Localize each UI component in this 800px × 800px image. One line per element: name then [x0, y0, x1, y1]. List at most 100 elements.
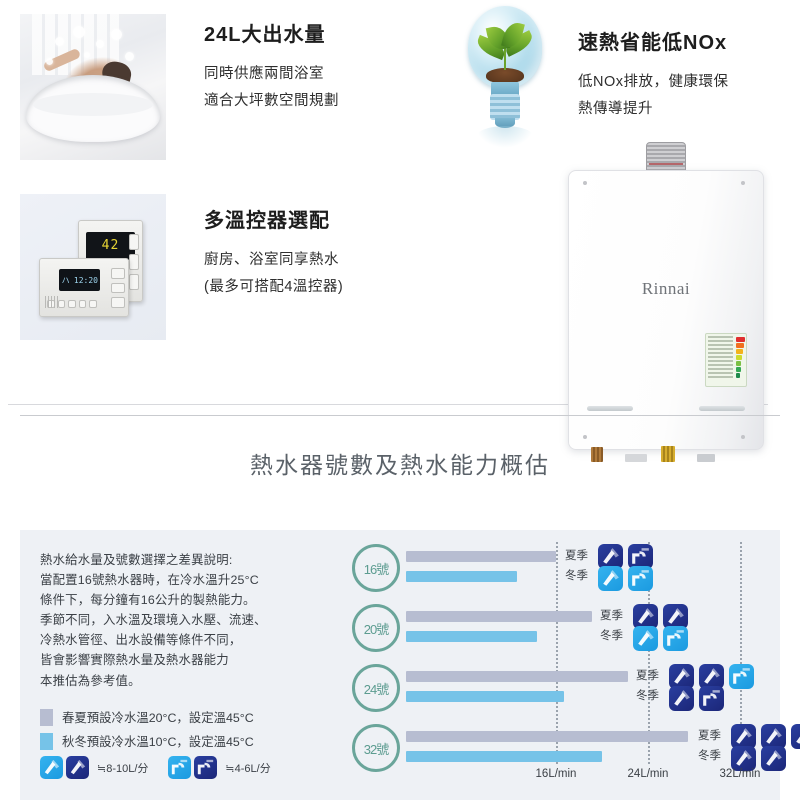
season-label-summer: 夏季: [565, 550, 588, 562]
chart-category-badge: 16號: [352, 544, 400, 592]
feature-line: 適合大坪數空間規劃: [204, 92, 339, 109]
gridline-24: [648, 542, 650, 764]
controller-temp-value: 42: [101, 238, 120, 254]
controller-side-buttons-rear: [129, 234, 140, 290]
chart-row: 32號 夏季 冬季: [350, 722, 800, 776]
shower-icon: [731, 746, 756, 771]
brand-logo: Rinnai: [641, 279, 691, 298]
chart-bars: [406, 608, 770, 650]
fixture-set-summer: [598, 544, 658, 569]
bar-summer: [406, 731, 688, 742]
bar-summer: [406, 611, 592, 622]
feature-block-high-flow: 24L大出水量 同時供應兩間浴室 適合大坪數空間規劃: [20, 14, 339, 160]
season-label-winter: 冬季: [698, 750, 721, 762]
faucet-icon: [699, 686, 724, 711]
shower-icon: [761, 724, 786, 749]
legend-swatch-winter: [40, 732, 53, 750]
shower-icon: [669, 664, 694, 689]
vent-slot: [587, 406, 633, 411]
legend-item-summer: 春夏預設冷水溫20°C，設定溫45°C: [40, 708, 350, 726]
shower-icon: [663, 604, 688, 629]
water-surface: [33, 92, 153, 117]
chart-season-labels: 夏季 冬季: [565, 546, 588, 586]
season-label-summer: 夏季: [636, 670, 659, 682]
bulb-reflection: [476, 126, 534, 148]
season-label-summer: 夏季: [698, 730, 721, 742]
faucet-icon: [663, 626, 688, 651]
feature-title: 速熱省能低NOx: [578, 32, 728, 54]
bubble: [125, 51, 135, 61]
chart-row: 16號 夏季 冬季: [350, 542, 770, 596]
chart-category-badge: 24號: [352, 664, 400, 712]
shower-icon: [731, 724, 756, 749]
shower-icon: [791, 724, 800, 749]
exhaust-flue: [646, 142, 686, 172]
fixture-set-winter: [598, 566, 658, 591]
speaker-grille-icon: [45, 296, 58, 308]
chart-bars: [406, 668, 770, 710]
legend-label-winter: 秋冬預設冷水溫10°C，設定溫45°C: [62, 735, 254, 749]
section-divider: [20, 415, 780, 416]
fixture-set-summer: [633, 604, 693, 629]
plant-stem: [504, 36, 506, 70]
shower-icon: [66, 756, 89, 779]
bubble: [84, 51, 91, 58]
eco-bulb-image: [460, 6, 552, 148]
energy-rating-bars: [735, 334, 746, 386]
chart-category-badge: 32號: [352, 724, 400, 772]
feature-line: 熱傳導提升: [578, 100, 653, 117]
legend-label-summer: 春夏預設冷水溫20°C，設定溫45°C: [62, 711, 254, 725]
season-label-winter: 冬季: [636, 690, 659, 702]
note-line: 皆會影響實際熱水量及熱水器能力: [40, 653, 229, 668]
faucet-icon: [628, 544, 653, 569]
bubble: [110, 28, 122, 40]
screw-icon: [583, 181, 587, 185]
bar-summer: [406, 671, 628, 682]
tick-label-24: 24L/min: [627, 768, 669, 780]
screw-icon: [583, 435, 587, 439]
season-label-winter: 冬季: [565, 570, 588, 582]
bulb-soil: [486, 68, 524, 83]
energy-label-rows: [706, 334, 735, 386]
note-line: 當配置16號熱水器時，在冷水溫升25°C: [40, 573, 259, 588]
energy-label: [705, 333, 747, 387]
capacity-chart-panel: 熱水給水量及號數選擇之差異說明: 當配置16號熱水器時，在冷水溫升25°C 條件…: [20, 530, 800, 800]
shower-icon: [669, 686, 694, 711]
note-line: 熱水給水量及號數選擇之差異說明:: [40, 553, 233, 567]
wall-line: [8, 404, 768, 405]
chart-row: 24號 夏季 冬季: [350, 662, 770, 716]
fixture-flow-legend: ≒8-10L/分 ≒4-6L/分: [40, 756, 350, 779]
legend-item-winter: 秋冬預設冷水溫10°C，設定溫45°C: [40, 732, 350, 750]
feature-line: 低NOx排放，健康環保: [578, 74, 729, 90]
gridline-16: [556, 542, 558, 764]
chart-season-labels: 夏季 冬季: [698, 726, 721, 766]
season-label-summer: 夏季: [600, 610, 623, 622]
controller-mode-value: ハ: [61, 275, 70, 285]
bubble: [46, 57, 54, 65]
feature-block-low-nox: 速熱省能低NOx 低NOx排放，健康環保 熱傳導提升: [460, 6, 729, 148]
tick-label-16: 16L/min: [535, 768, 577, 780]
bar-winter: [406, 571, 517, 582]
bar-winter: [406, 751, 602, 762]
controller-display-rear: 42: [85, 232, 136, 260]
feature-line: 同時供應兩間浴室: [204, 66, 324, 82]
fixture-set-winter: [669, 686, 729, 711]
fixture-set-winter: [731, 746, 791, 771]
controller-unit-front: ハ 12:20: [38, 258, 130, 317]
gridline-32: [740, 542, 742, 764]
screw-icon: [741, 181, 745, 185]
chart-season-labels: 夏季 冬季: [636, 666, 659, 706]
vent-slot: [699, 406, 745, 411]
controller-photo: 42 ハ 12:20: [20, 194, 166, 340]
fixture-set-summer: [669, 664, 759, 689]
gas-pipe: [591, 447, 603, 462]
note-line: 冷熱水管徑、出水設備等條件不同，: [40, 633, 242, 648]
bar-winter: [406, 691, 564, 702]
bar-summer: [406, 551, 556, 562]
faucet-icon: [194, 756, 218, 779]
shower-icon: [598, 544, 623, 569]
fixture-set-summer: [731, 724, 800, 749]
faucet-icon: [168, 756, 192, 779]
bathtub-photo: [20, 14, 166, 160]
